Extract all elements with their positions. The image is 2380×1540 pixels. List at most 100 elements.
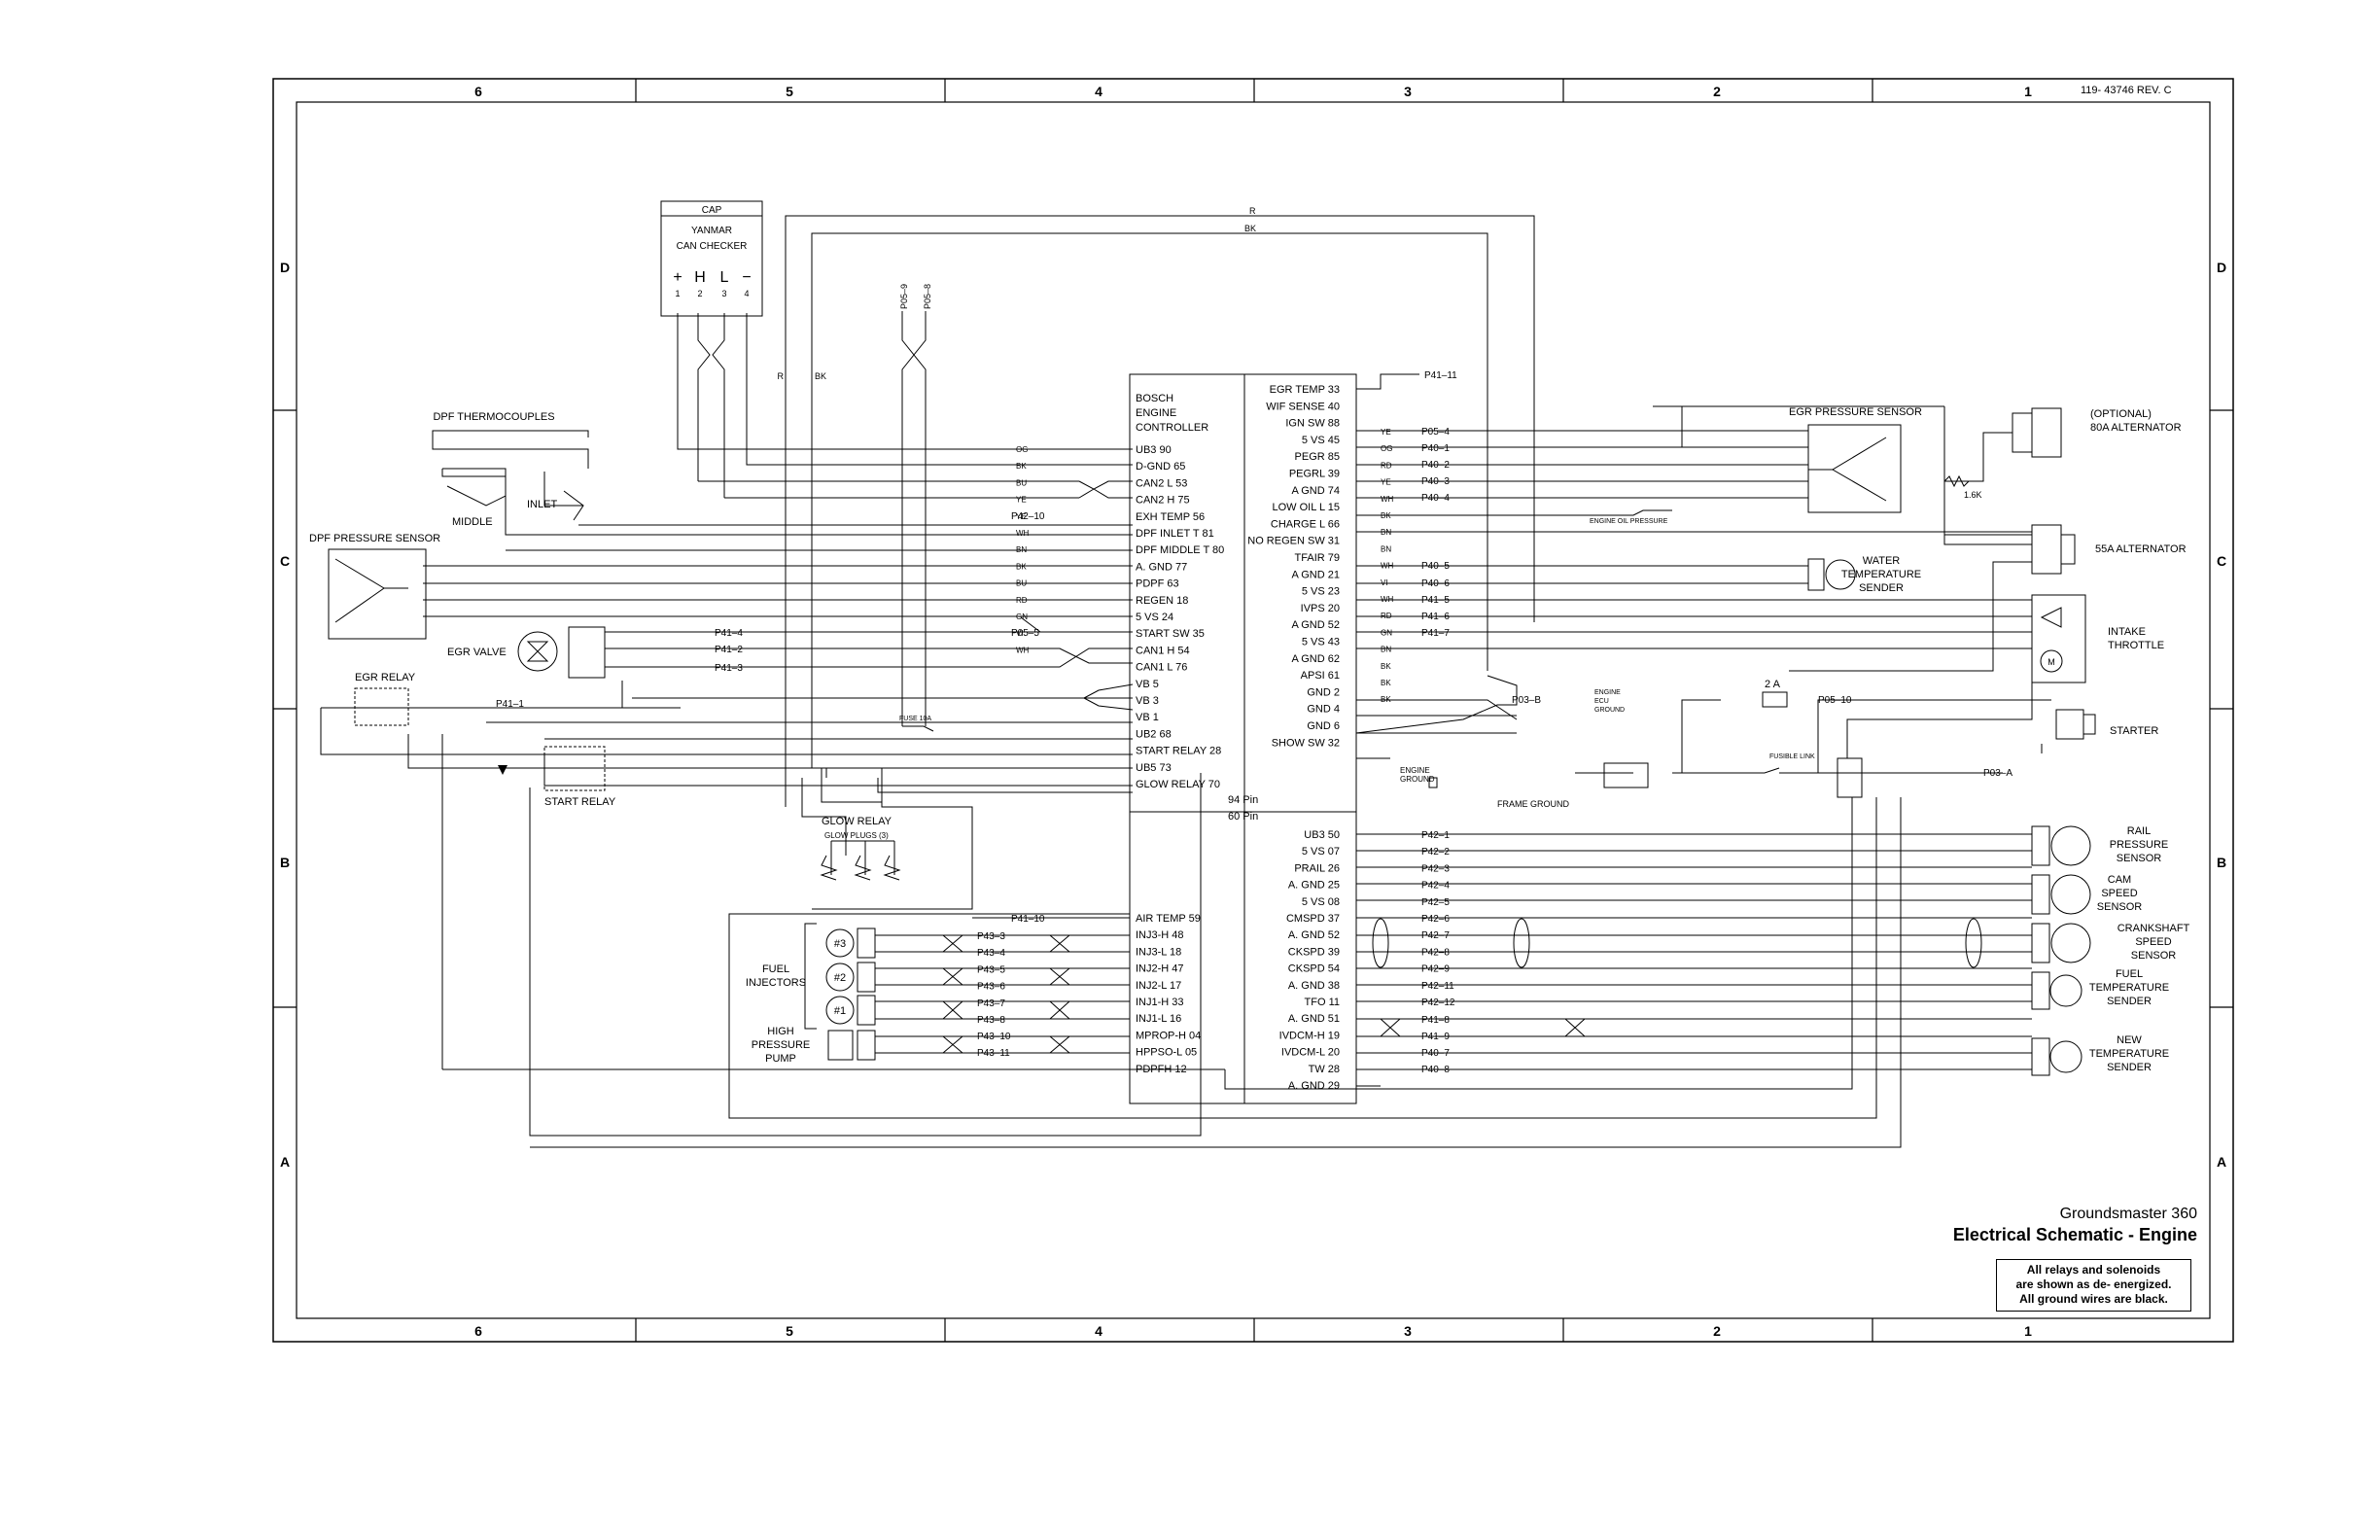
- left-wire-color-3: YE: [1016, 496, 1027, 505]
- ecu-left-pin-12: CAN1 H 54: [1136, 645, 1190, 656]
- ecu-lower-left-pin-2: INJ3-L 18: [1136, 946, 1181, 958]
- conn-p03-a: P03–A: [1983, 768, 2012, 779]
- ecu-right-pin-20: GND 6: [1307, 720, 1340, 732]
- ecu-lower-left-pin-5: INJ1-H 33: [1136, 997, 1184, 1008]
- conn-p43-2: P43–5: [977, 964, 1005, 975]
- ecu-right-pin-10: TFAIR 79: [1295, 552, 1340, 564]
- row-labels: D C B A D C B A: [280, 260, 2226, 1170]
- ecu-right-pin-2: IGN SW 88: [1285, 418, 1340, 430]
- fuel-injectors: #3 #2 #1 FUEL INJECTORS HIGH PRESSURE PU…: [746, 923, 876, 1065]
- right-wire-color-16: BK: [1381, 695, 1391, 704]
- ecu-left-pin-11: START SW 35: [1136, 628, 1205, 640]
- ecu-lower-right-pin-0: UB3 50: [1304, 829, 1340, 841]
- ecu-lower-left-pin-3: INJ2-H 47: [1136, 963, 1184, 975]
- left-connector-labels: P42–10 P05–5 P41–4 P41–2 P41–3 P41–1 P41…: [496, 511, 1045, 925]
- new-temp-label-1: NEW: [2117, 1034, 2142, 1046]
- ecu-left-pin-19: UB5 73: [1136, 762, 1172, 774]
- ecu-ground-label-2: ECU: [1594, 698, 1609, 705]
- ecu-left-pin-1: D-GND 65: [1136, 461, 1185, 472]
- ecu-60-pin: 60 Pin: [1228, 811, 1258, 822]
- ecu-right-pin-8: CHARGE L 66: [1271, 518, 1340, 530]
- left-wire-color-12: WH: [1016, 646, 1030, 654]
- frame-ground-label: FRAME GROUND: [1497, 799, 1570, 809]
- ecu-lower-right-pin-14: TW 28: [1309, 1064, 1340, 1075]
- starter: STARTER: [2041, 709, 2158, 753]
- can-checker-symbol-plus: +: [673, 269, 682, 286]
- ecu-lower-left-pin-0: AIR TEMP 59: [1136, 913, 1201, 925]
- p05-9-label: P05–9: [899, 284, 909, 309]
- right-wire-color-14: BK: [1381, 662, 1391, 671]
- conn-p41-6: P41–6: [1421, 612, 1450, 622]
- ecu-right-pin-9: NO REGEN SW 31: [1247, 536, 1340, 547]
- left-wire-color-8: BU: [1016, 579, 1027, 588]
- ecu-left-pin-20: GLOW RELAY 70: [1136, 779, 1220, 790]
- conn-p40-7: P40–7: [1421, 1048, 1450, 1059]
- row-label-c-right: C: [2217, 553, 2226, 569]
- ecu-left-pin-15: VB 3: [1136, 695, 1159, 707]
- ecu-left-pin-3: CAN2 H 75: [1136, 495, 1190, 507]
- ecu-left-pin-17: UB2 68: [1136, 728, 1172, 740]
- start-relay: START RELAY: [498, 746, 616, 808]
- document-id: 119- 43746 REV. C: [2081, 85, 2172, 96]
- ecu-lower-right-pin-1: 5 VS 07: [1302, 846, 1340, 858]
- ecu-right-pin-12: 5 VS 23: [1302, 586, 1340, 598]
- top-wire-bk: BK: [1244, 224, 1256, 233]
- column-ticks: [273, 79, 2233, 1342]
- ecu-lower-right-pin-2: PRAIL 26: [1294, 862, 1340, 874]
- col-label-6: 6: [474, 84, 482, 99]
- ecu-left-pin-9: REGEN 18: [1136, 595, 1188, 607]
- schematic-title: Electrical Schematic - Engine: [1952, 1225, 2197, 1244]
- right-wire-color-9: VI: [1381, 578, 1388, 587]
- right-wire-color-1: OG: [1381, 444, 1392, 453]
- resistor-value: 1.6K: [1964, 490, 1982, 500]
- cam-sensor-label-2: SPEED: [2101, 888, 2137, 899]
- dpf-thermocouples-label: DPF THERMOCOUPLES: [433, 411, 554, 423]
- conn-p42-1: P42–2: [1421, 847, 1450, 858]
- ecu-left-pin-10: 5 VS 24: [1136, 612, 1173, 623]
- conn-p42-8: P42–9: [1421, 964, 1450, 975]
- outer-frame: [272, 78, 2234, 1343]
- hp-pump-label-1: HIGH: [767, 1026, 794, 1037]
- conn-p40-5: P40–5: [1421, 561, 1450, 572]
- ecu-left-pin-16: VB 1: [1136, 712, 1159, 723]
- fusible-link-label: FUSIBLE LINK: [1769, 753, 1815, 760]
- conn-p41-11: P41–11: [1424, 370, 1457, 381]
- conn-p42-9: P42–11: [1421, 981, 1454, 992]
- conn-p43-7: P43–11: [977, 1048, 1010, 1059]
- col-label-1: 1: [2024, 84, 2032, 99]
- can-checker-pin-1: 1: [675, 289, 680, 298]
- ecu-lower-left-pin-1: INJ3-H 48: [1136, 929, 1184, 941]
- conn-p05-4: P05–4: [1421, 427, 1450, 438]
- conn-p42-10: P42–12: [1421, 998, 1455, 1008]
- glow-plugs-label: GLOW PLUGS (3): [824, 831, 889, 840]
- intake-throttle: M INTAKE THROTTLE: [2031, 594, 2164, 683]
- egr-valve: EGR VALVE: [447, 626, 606, 679]
- row-label-d: D: [280, 260, 290, 275]
- ecu-left-pin-13: CAN1 L 76: [1136, 662, 1187, 674]
- can-checker-symbol-l: L: [720, 269, 729, 286]
- right-wire-color-6: BN: [1381, 528, 1391, 537]
- ecu-right-pin-18: GND 2: [1307, 686, 1340, 698]
- col-label-4: 4: [1095, 84, 1102, 99]
- product-name: Groundsmaster 360: [2059, 1206, 2197, 1222]
- alternator-55a-label: 55A ALTERNATOR: [2095, 543, 2187, 555]
- can-checker-symbol-minus: −: [742, 269, 751, 286]
- conn-p40-2: P40–2: [1421, 460, 1450, 471]
- egr-relay: EGR RELAY: [354, 672, 416, 726]
- can-checker-symbol-h: H: [694, 269, 706, 286]
- new-temp-label-3: SENDER: [2107, 1062, 2152, 1073]
- middle-label: MIDDLE: [452, 516, 493, 528]
- start-relay-label: START RELAY: [544, 796, 616, 808]
- ecu-lower-left-pins: AIR TEMP 59 INJ3-H 48 INJ3-L 18 INJ2-H 47 IN…: [1136, 913, 1201, 1075]
- conn-p43-1: P43–4: [977, 948, 1005, 959]
- left-wire-color-7: BK: [1016, 562, 1027, 571]
- ecu-lower-right-pin-12: IVDCM-H 19: [1279, 1030, 1340, 1041]
- conn-p41-1: P41–1: [496, 699, 524, 710]
- engine-ground-label-2: GROUND: [1400, 775, 1435, 784]
- ecu-lower-right-pin-13: IVDCM-L 20: [1281, 1047, 1340, 1059]
- alternator-55a: 55A ALTERNATOR: [2031, 524, 2187, 575]
- can-checker-pin-3: 3: [721, 289, 726, 298]
- col-label-1-bottom: 1: [2024, 1323, 2032, 1339]
- p43-labels: P43–3P43–4P43–5P43–6P43–7P43–8P43–10P43–…: [977, 931, 1011, 1059]
